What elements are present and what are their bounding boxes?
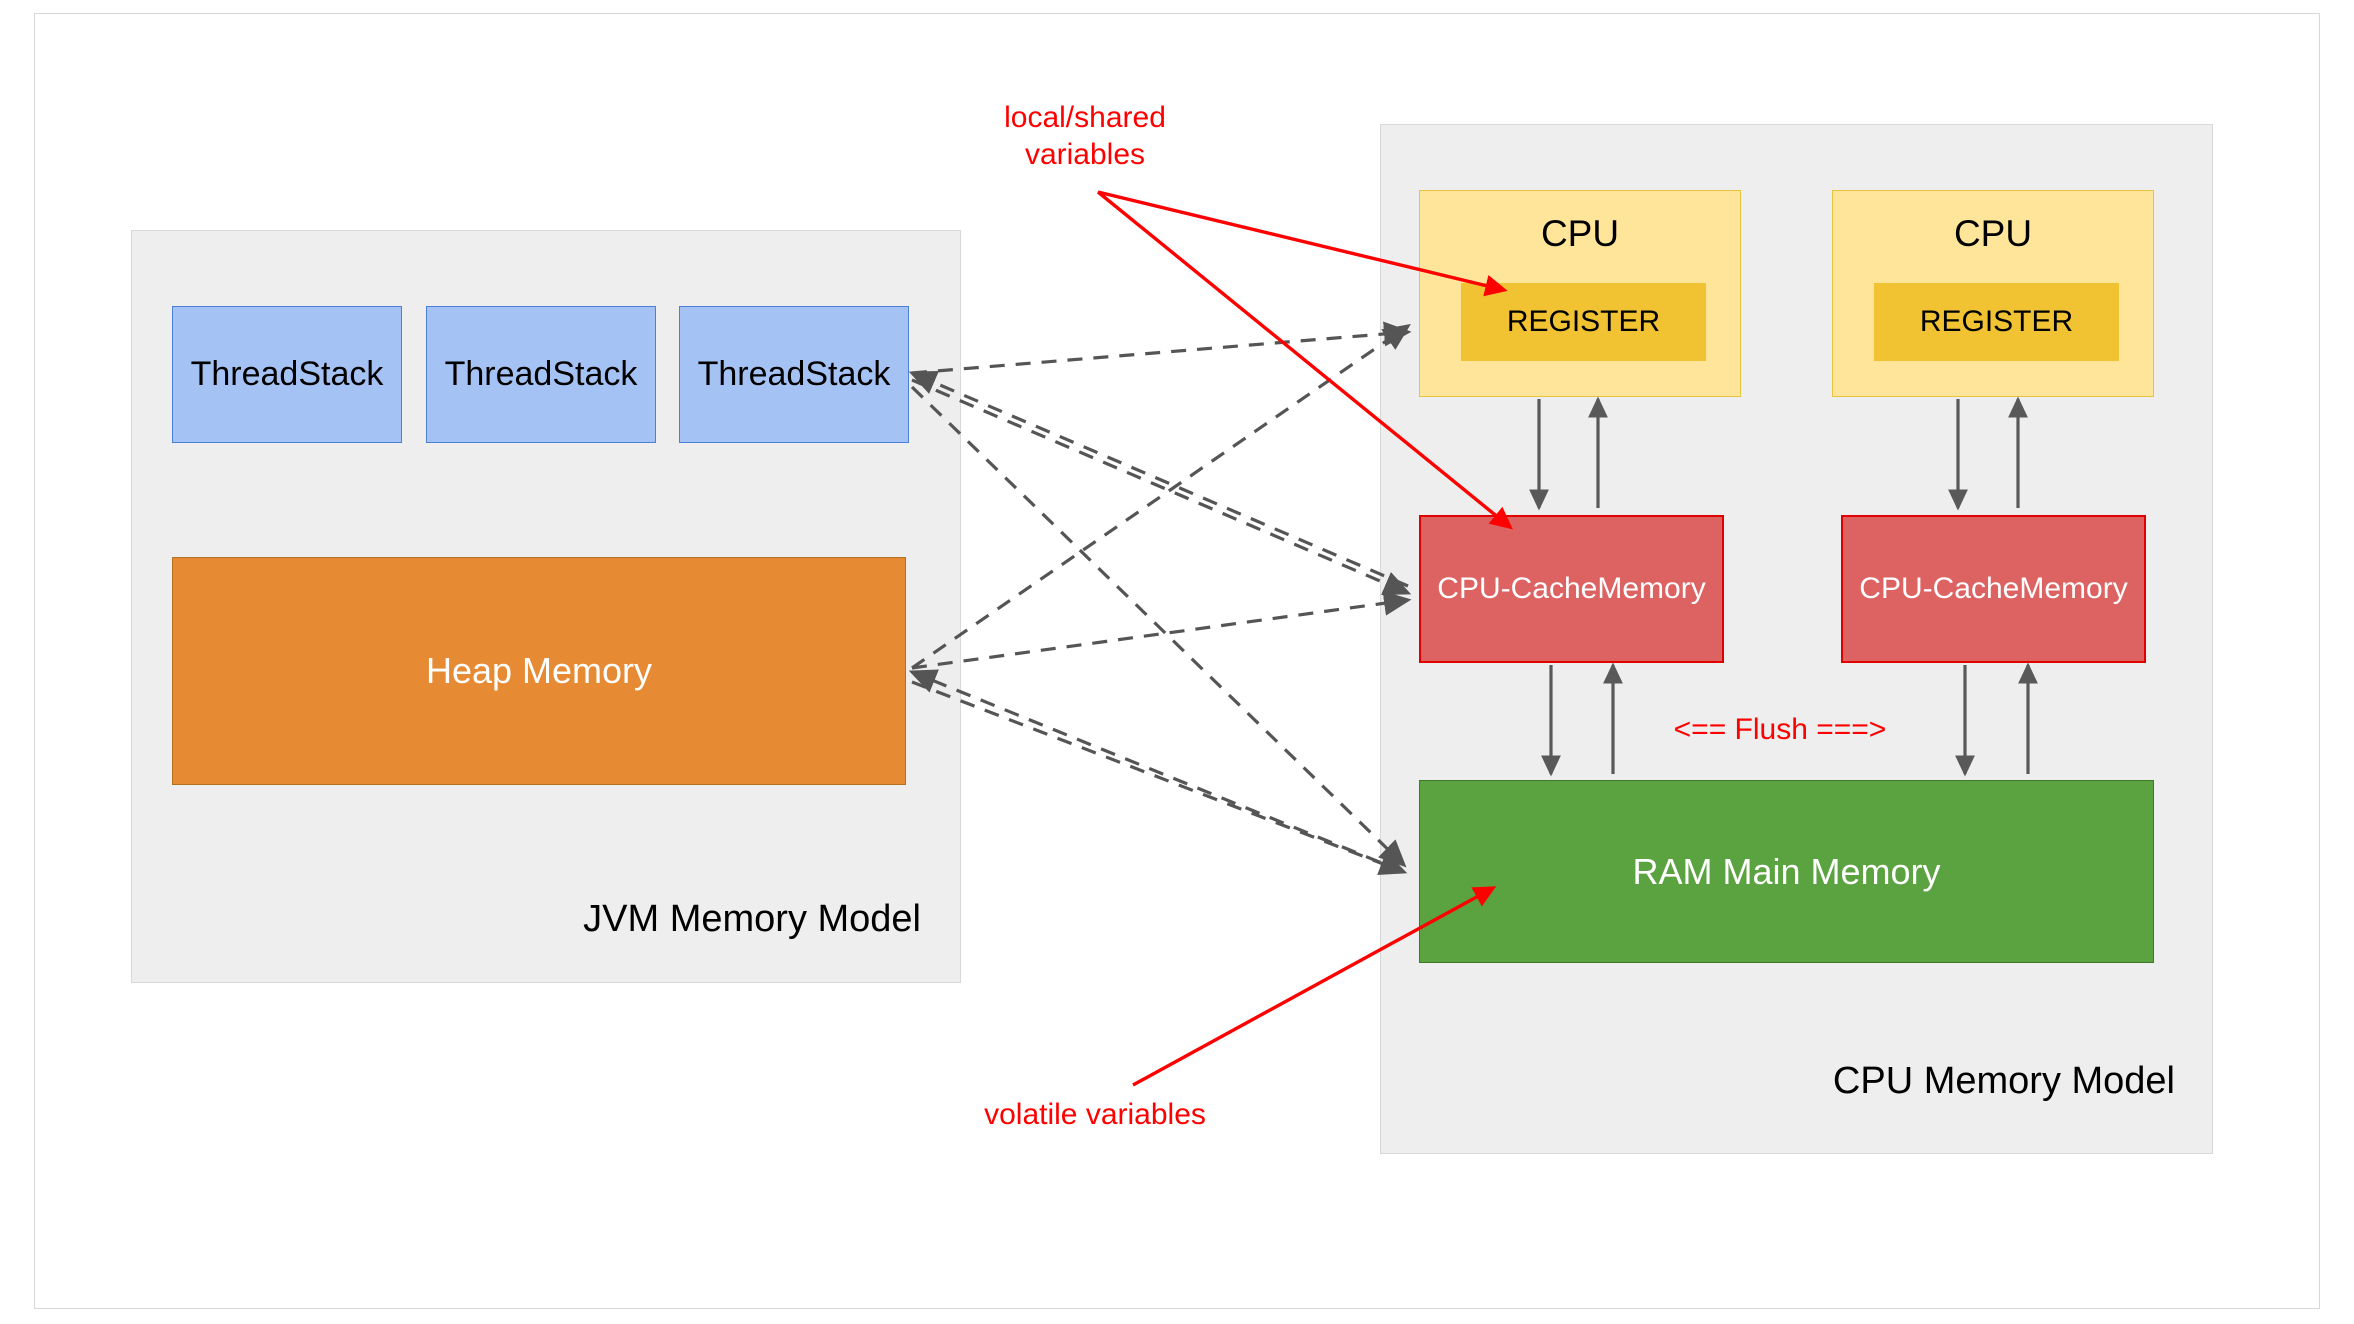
register-box: REGISTER <box>1461 283 1706 361</box>
ram-main-memory-box: RAM Main Memory <box>1419 780 2154 963</box>
connector-heap-to-cache <box>911 590 1412 670</box>
connector-threadstack-to-register <box>911 321 1412 375</box>
cpu-label: CPU <box>1953 213 2033 254</box>
jvm-panel-title: JVM Memory Model <box>583 898 921 940</box>
volatile-variables-label: volatile variables <box>984 1098 1206 1131</box>
flush-label: <== Flush ===> <box>1673 713 1887 746</box>
cpu-panel-title: CPU Memory Model <box>1832 1060 2175 1102</box>
connector-threadstack-to-cache <box>911 378 1412 595</box>
register-box: REGISTER <box>1874 283 2119 361</box>
connector-cache-to-threadstack <box>908 371 1409 588</box>
connector-threadstack-to-ram <box>910 385 1407 868</box>
connector-heap-to-register <box>911 324 1411 670</box>
cpu-label: CPU <box>1540 213 1620 254</box>
cpu-box: CPU REGISTER <box>1832 190 2154 397</box>
cpu-box: CPU REGISTER <box>1419 190 1741 397</box>
heap-memory-box: Heap Memory <box>172 557 906 785</box>
connector-heap-to-ram <box>911 680 1408 875</box>
connector-ram-to-heap <box>908 669 1405 874</box>
